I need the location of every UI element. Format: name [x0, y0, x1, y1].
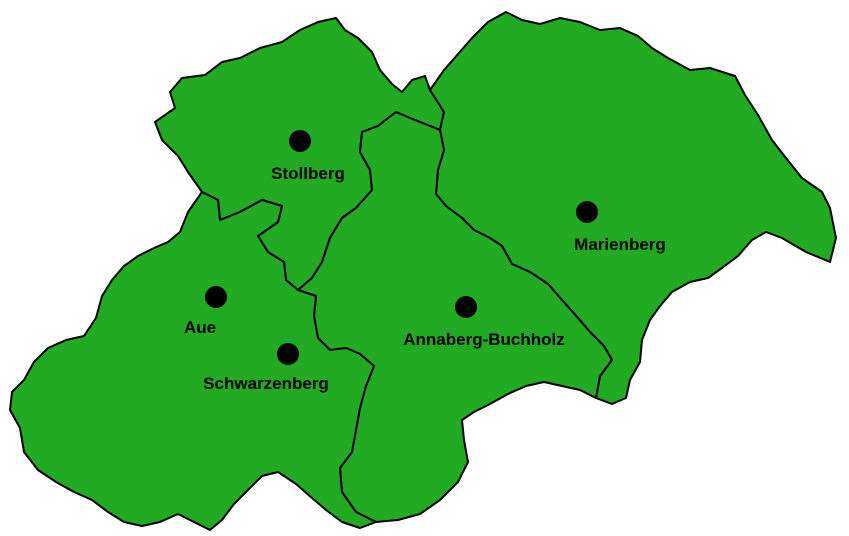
- city-label-aue: Aue: [184, 318, 216, 337]
- city-label-marienberg: Marienberg: [574, 235, 666, 254]
- region-aue-schwarzenberg: [9, 191, 377, 531]
- city-marker-stollberg: [289, 130, 311, 152]
- city-label-schwarzenberg: Schwarzenberg: [203, 374, 329, 393]
- city-marker-annaberg-buchholz: [455, 296, 477, 318]
- city-label-stollberg: Stollberg: [271, 164, 345, 183]
- city-marker-marienberg: [576, 201, 598, 223]
- city-label-annaberg-buchholz: Annaberg-Buchholz: [403, 330, 565, 349]
- city-marker-aue: [205, 286, 227, 308]
- city-marker-schwarzenberg: [277, 343, 299, 365]
